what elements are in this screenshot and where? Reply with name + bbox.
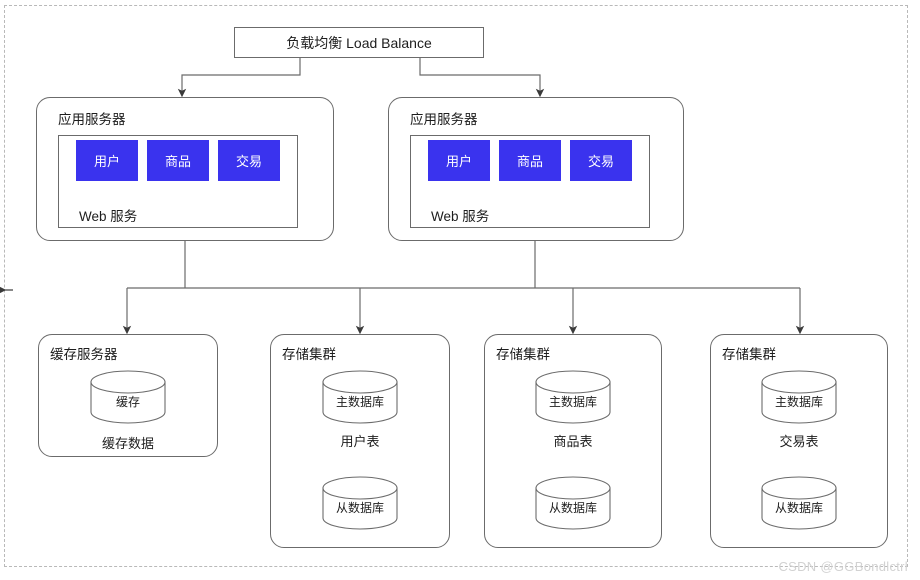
service-chip-trade-2[interactable]: 交易	[570, 140, 632, 181]
storage-table-label-3: 交易表	[779, 434, 819, 449]
service-chip-trade-1[interactable]: 交易	[218, 140, 280, 181]
master-db-cylinder-icon-3: 主数据库	[761, 370, 837, 424]
web-service-label-2: Web 服务	[431, 209, 490, 224]
slave-db-cylinder-icon-1: 从数据库	[322, 476, 398, 530]
storage-table-label-2: 商品表	[553, 434, 593, 449]
slave-db-label: 从数据库	[548, 501, 597, 515]
slave-db-cylinder-icon-2: 从数据库	[535, 476, 611, 530]
load-balancer-node[interactable]: 负载均衡 Load Balance	[234, 27, 484, 58]
master-db-label: 主数据库	[774, 395, 823, 409]
cache-cylinder-icon: 缓存	[90, 370, 166, 424]
storage-cluster-title-3: 存储集群	[722, 347, 776, 362]
storage-cluster-title-2: 存储集群	[496, 347, 550, 362]
master-db-label: 主数据库	[335, 395, 384, 409]
web-service-label-1: Web 服务	[79, 209, 138, 224]
service-chip-label: 交易	[235, 154, 262, 169]
master-db-cylinder-icon-2: 主数据库	[535, 370, 611, 424]
service-chip-product-1[interactable]: 商品	[147, 140, 209, 181]
storage-cluster-title-1: 存储集群	[282, 347, 336, 362]
cache-server-title: 缓存服务器	[50, 347, 118, 362]
service-chip-row-2: 用户 商品 交易	[428, 140, 632, 181]
service-chip-user-2[interactable]: 用户	[428, 140, 490, 181]
app-server-title-1: 应用服务器	[58, 112, 126, 127]
load-balancer-label: 负载均衡 Load Balance	[286, 34, 432, 51]
slave-db-label: 从数据库	[774, 501, 823, 515]
app-server-title-2: 应用服务器	[410, 112, 478, 127]
cache-data-label: 缓存数据	[101, 436, 154, 451]
master-db-label: 主数据库	[548, 395, 597, 409]
slave-db-cylinder-icon-3: 从数据库	[761, 476, 837, 530]
master-db-cylinder-icon-1: 主数据库	[322, 370, 398, 424]
service-chip-label: 交易	[587, 154, 614, 169]
storage-table-label-1: 用户表	[340, 434, 380, 449]
slave-db-label: 从数据库	[335, 501, 384, 515]
service-chip-label: 商品	[516, 154, 543, 169]
service-chip-label: 用户	[445, 154, 472, 169]
cache-cylinder-label: 缓存	[115, 395, 140, 409]
service-chip-label: 商品	[164, 154, 191, 169]
service-chip-product-2[interactable]: 商品	[499, 140, 561, 181]
service-chip-label: 用户	[93, 154, 120, 169]
watermark: CSDN @GGBondlctrl	[778, 559, 908, 574]
service-chip-row-1: 用户 商品 交易	[76, 140, 280, 181]
service-chip-user-1[interactable]: 用户	[76, 140, 138, 181]
